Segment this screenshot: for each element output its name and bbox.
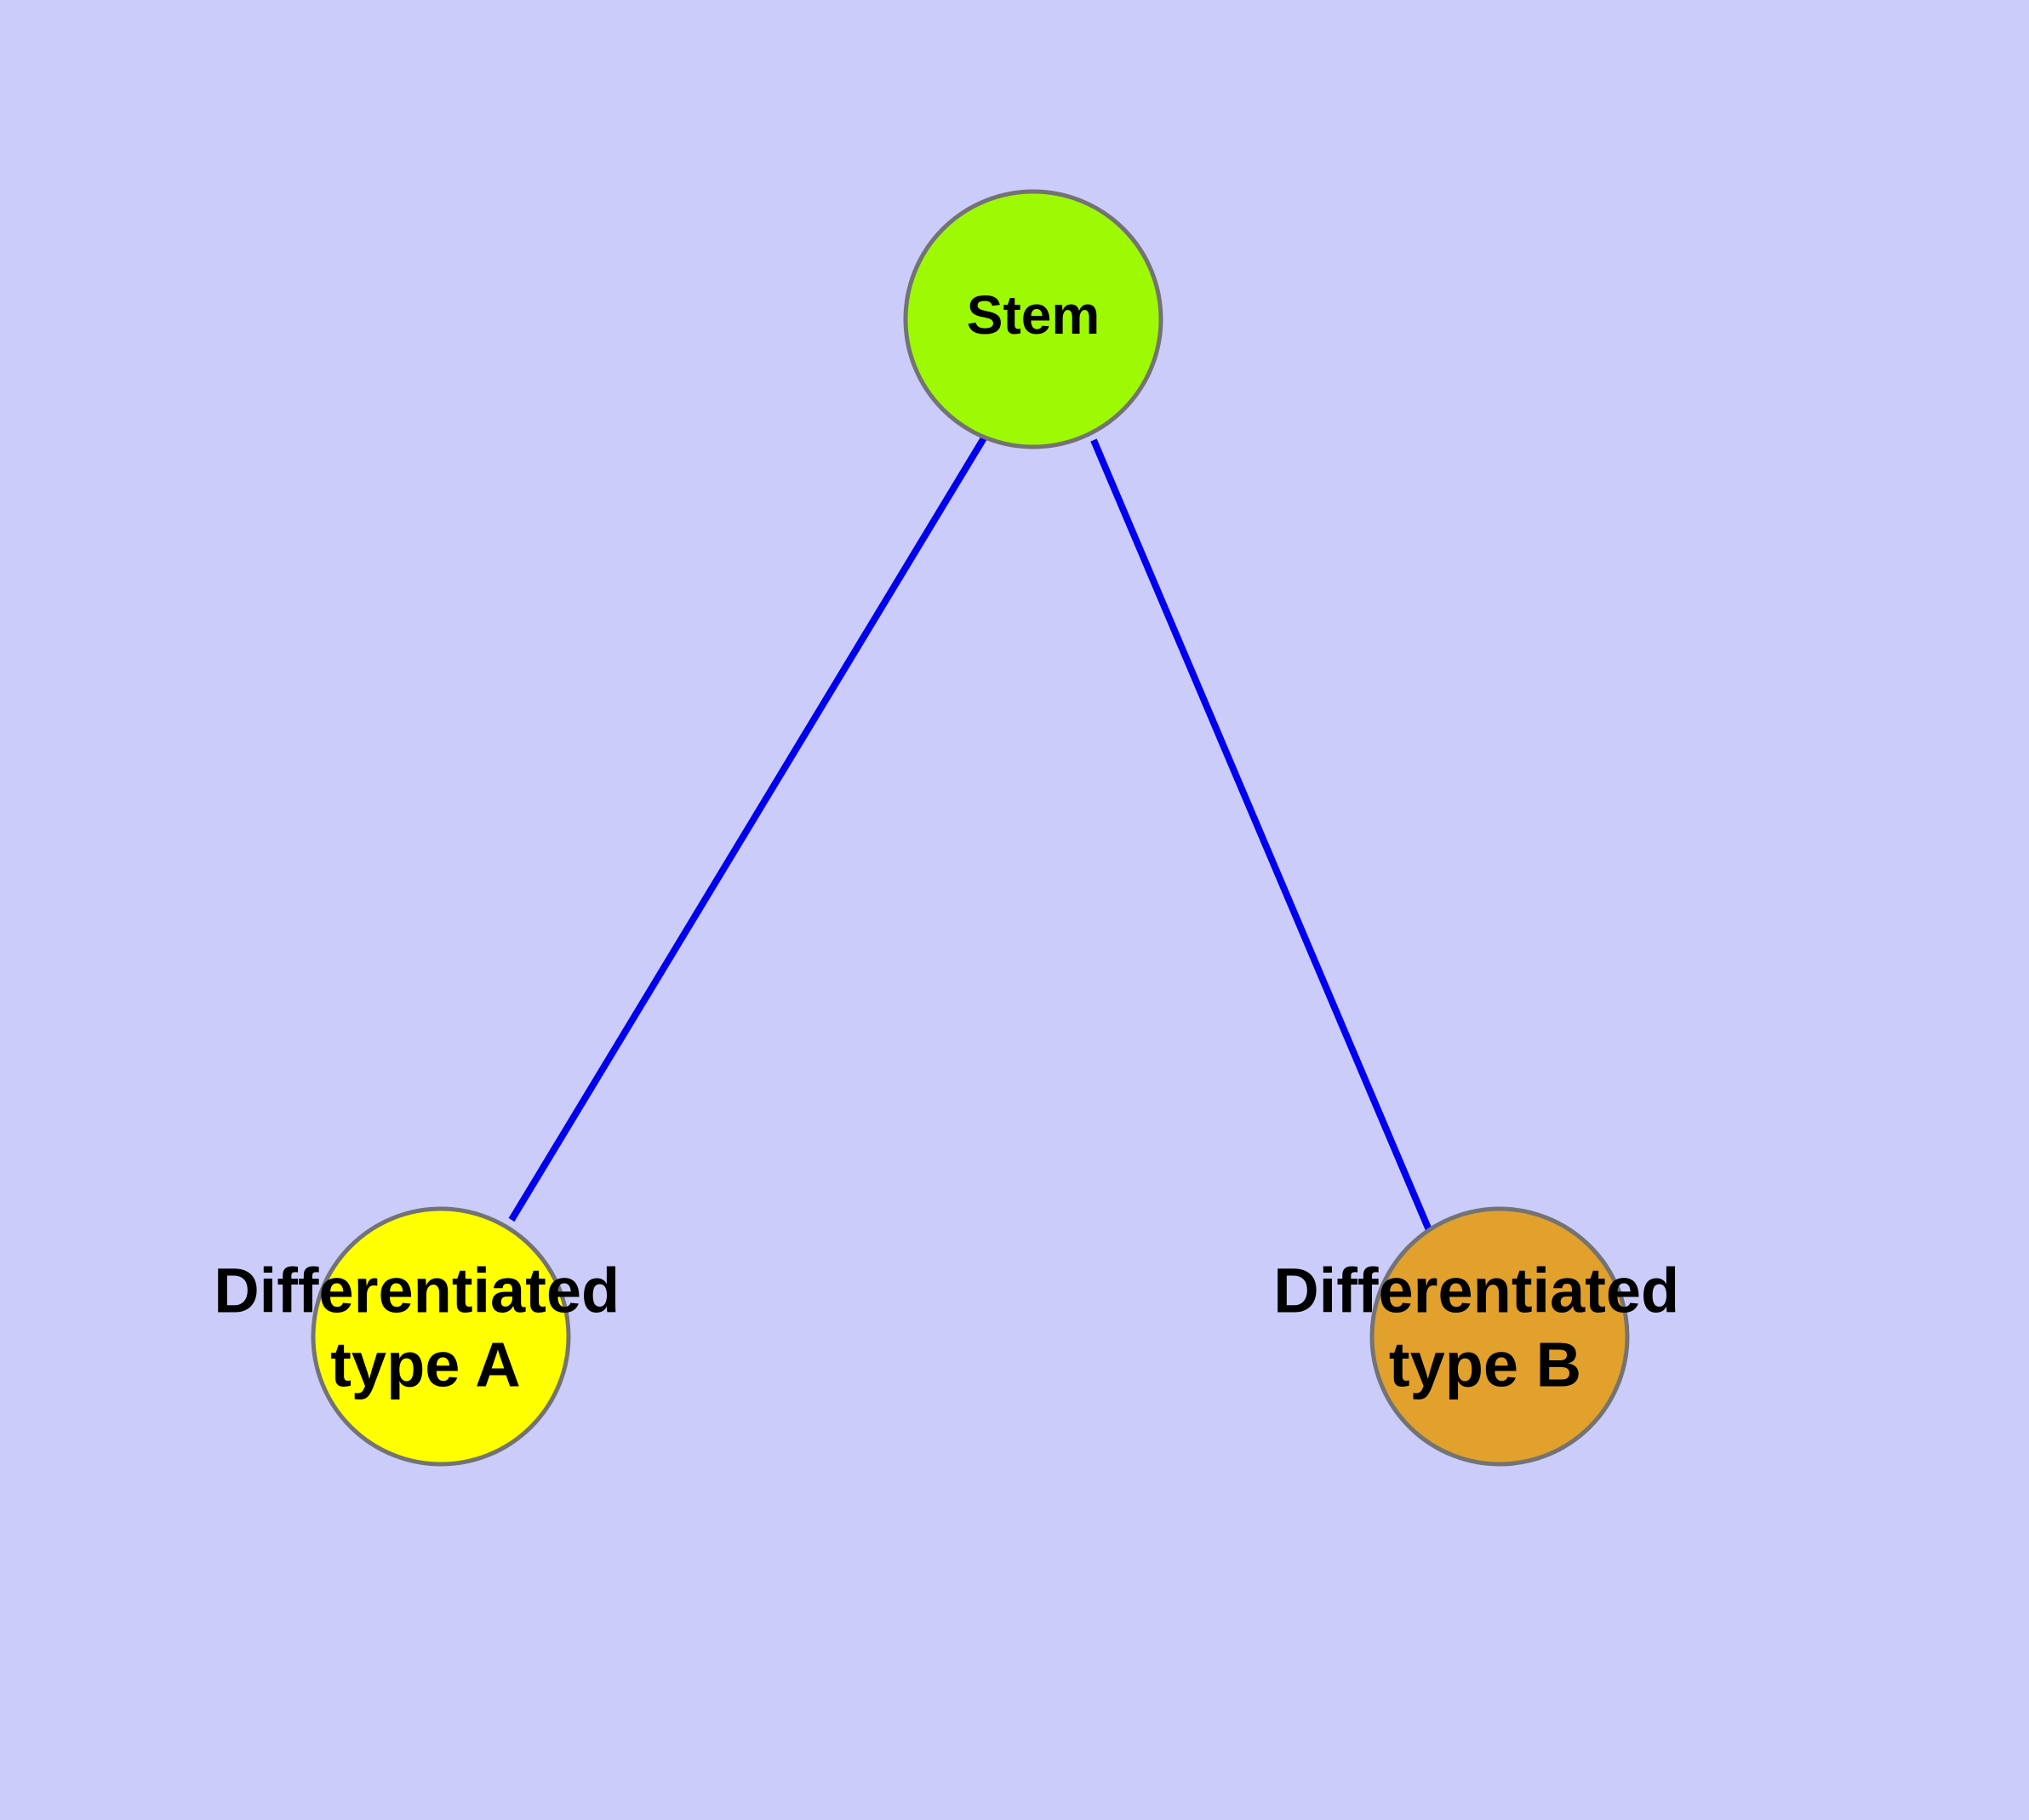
edge-stem-to-differentiated-a bbox=[508, 434, 988, 1222]
node-differentiated-type-b[interactable]: Differentiated type B bbox=[1273, 1206, 1697, 1467]
node-stem[interactable]: Stem bbox=[903, 189, 1163, 449]
node-differentiated-type-a-label-line-1: Differentiated bbox=[214, 1255, 620, 1325]
edges-group bbox=[508, 434, 1435, 1238]
node-stem-circle[interactable] bbox=[903, 189, 1163, 449]
node-differentiated-type-a-circle[interactable] bbox=[311, 1206, 571, 1467]
nodes-group: Stem Differentiated type A Differentiate… bbox=[214, 189, 1697, 1467]
node-differentiated-type-a[interactable]: Differentiated type A bbox=[214, 1206, 637, 1467]
edge-stem-to-differentiated-b bbox=[1090, 438, 1435, 1238]
node-differentiated-type-b-label: Differentiated type B bbox=[1273, 1255, 1697, 1399]
node-differentiated-type-b-label-line-1: Differentiated bbox=[1273, 1255, 1679, 1325]
node-differentiated-type-a-label-line-2: type A bbox=[330, 1329, 520, 1399]
node-differentiated-type-b-label-line-2: type B bbox=[1389, 1329, 1581, 1399]
node-differentiated-type-a-label: Differentiated type A bbox=[214, 1255, 637, 1399]
node-stem-label-line-1: Stem bbox=[967, 284, 1100, 346]
node-differentiated-type-b-circle[interactable] bbox=[1369, 1206, 1630, 1467]
node-stem-label: Stem bbox=[967, 284, 1100, 346]
